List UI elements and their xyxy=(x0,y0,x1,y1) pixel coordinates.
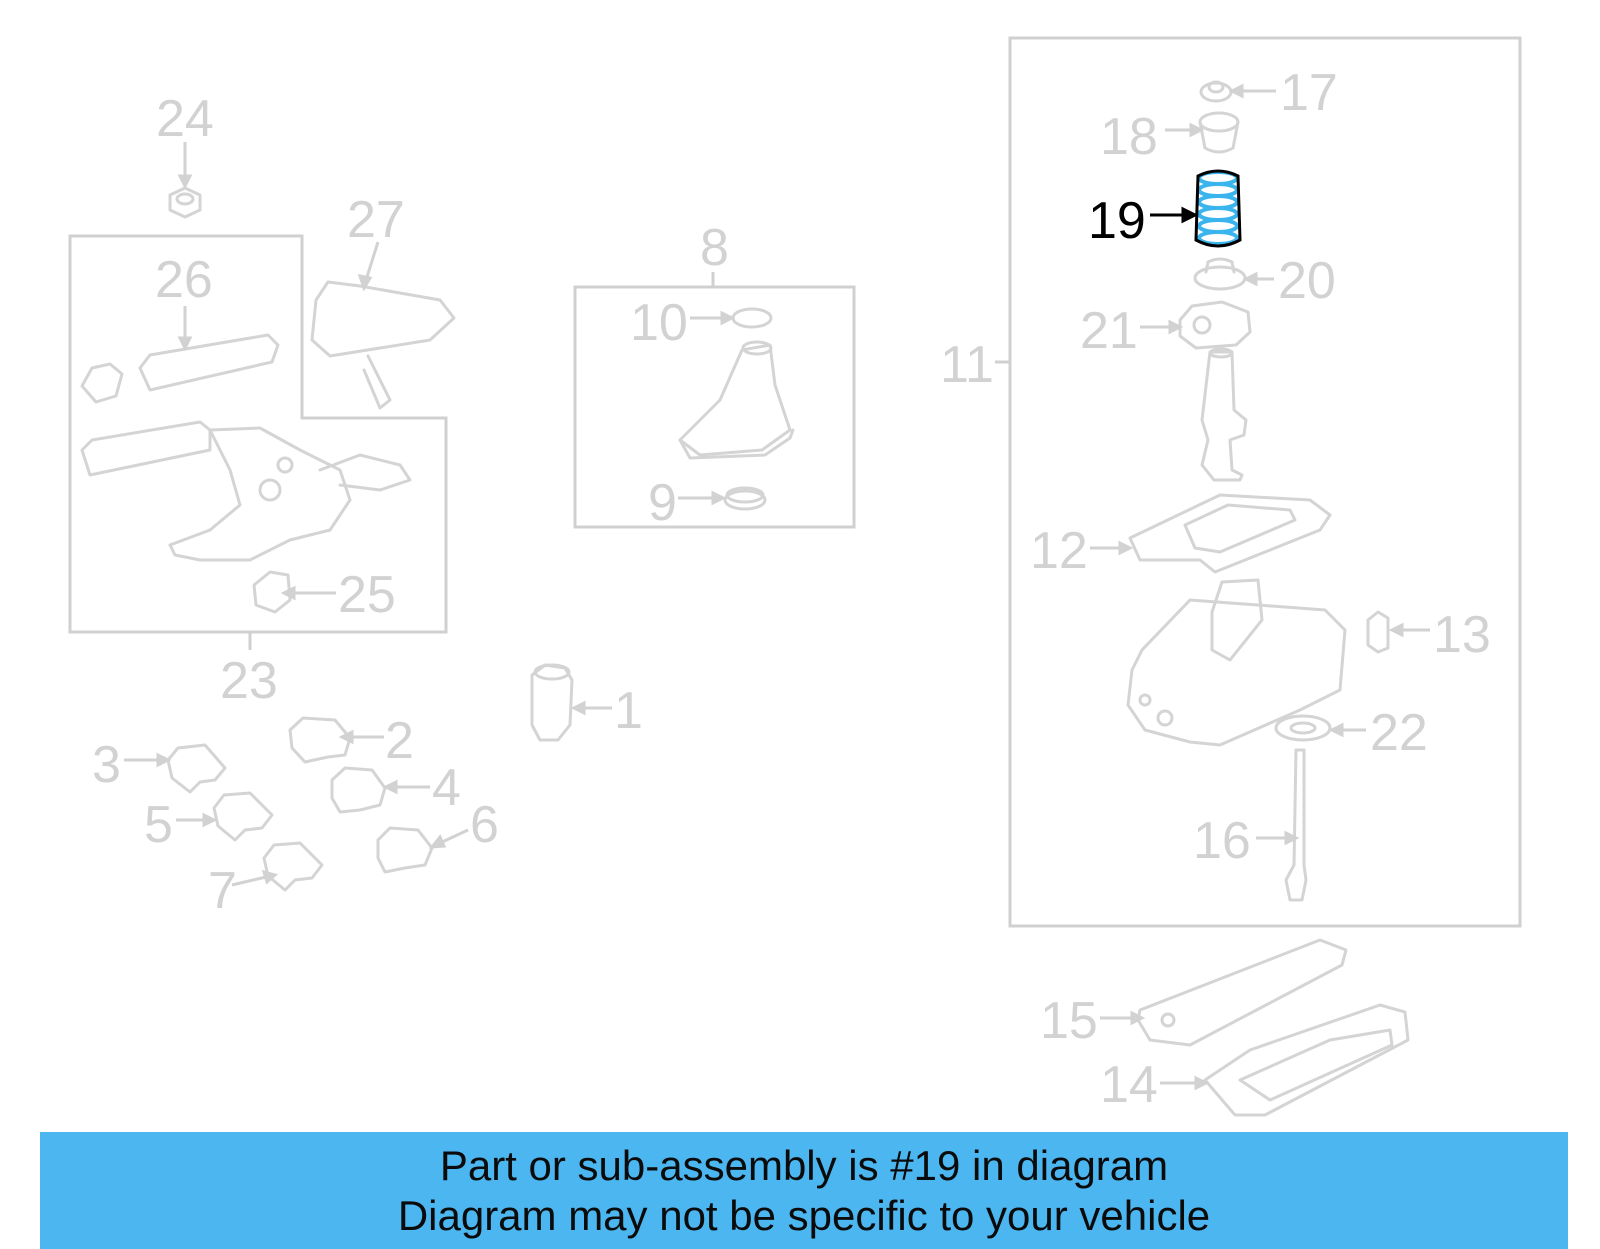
switch-25-shape xyxy=(252,570,292,614)
callout-12: 12 xyxy=(1030,522,1088,580)
cover-7-shape xyxy=(262,841,324,892)
shift-rod-shape xyxy=(1200,347,1248,482)
callout-24: 24 xyxy=(156,90,214,148)
bushing-18-shape xyxy=(1198,111,1240,154)
callout-1: 1 xyxy=(614,682,643,740)
callout-9: 9 xyxy=(648,474,677,532)
cable-16-shape xyxy=(1284,748,1308,902)
panel-14-shape xyxy=(1203,1003,1410,1117)
cover-4-shape xyxy=(330,766,387,814)
washer-22-shape xyxy=(1274,714,1332,742)
callout-15: 15 xyxy=(1040,992,1098,1050)
cover-5-shape xyxy=(212,791,274,842)
callout-arrows xyxy=(124,83,1430,1091)
callout-11: 11 xyxy=(940,336,994,394)
housing-shape xyxy=(1126,578,1347,747)
cover-15-shape xyxy=(1136,938,1348,1047)
shift-boot-8-shape xyxy=(678,340,795,460)
callout-22: 22 xyxy=(1370,704,1428,762)
gasket-12-shape xyxy=(1128,493,1332,574)
banner-line-disclaimer: Diagram may not be specific to your vehi… xyxy=(397,1192,1211,1239)
callout-14: 14 xyxy=(1100,1056,1158,1114)
hand-brake-lever-shape xyxy=(80,420,412,562)
callout-20: 20 xyxy=(1278,252,1336,310)
grommet-13-shape xyxy=(1366,610,1390,654)
seat-20-shape xyxy=(1193,257,1247,291)
banner-line-part: Part or sub-assembly is #19 in diagram xyxy=(439,1142,1169,1189)
callout-7: 7 xyxy=(208,862,237,920)
callout-17: 17 xyxy=(1280,64,1338,122)
callout-8: 8 xyxy=(700,219,729,277)
callout-19[interactable]: 19 xyxy=(1088,192,1146,250)
callout-25: 25 xyxy=(338,566,396,624)
spring-19-highlighted-shape[interactable] xyxy=(1194,169,1242,248)
callout-6: 6 xyxy=(470,796,499,854)
callout-16: 16 xyxy=(1193,812,1251,870)
callout-23: 23 xyxy=(220,652,278,710)
clamp-9-shape xyxy=(723,486,767,511)
callout-5: 5 xyxy=(144,796,173,854)
cover-3-shape xyxy=(166,743,227,794)
cover-2-shape xyxy=(288,716,352,764)
cover-6-shape xyxy=(376,826,434,874)
guide-21-shape xyxy=(1178,300,1252,350)
callout-26: 26 xyxy=(155,251,213,309)
callout-2: 2 xyxy=(385,712,414,770)
callout-21: 21 xyxy=(1080,302,1138,360)
callout-3: 3 xyxy=(92,736,121,794)
clip-17-shape xyxy=(1199,80,1233,103)
group-box-23 xyxy=(68,234,448,634)
info-banner: Part or sub-assembly is #19 in diagram D… xyxy=(40,1132,1568,1249)
knob-1-shape xyxy=(530,663,574,742)
group-box-11 xyxy=(1008,36,1522,928)
nut-24-shape xyxy=(168,186,202,219)
callout-27: 27 xyxy=(347,191,405,249)
callout-18: 18 xyxy=(1100,108,1158,166)
ring-10-shape xyxy=(731,307,773,329)
boot-27-shape xyxy=(310,280,456,410)
handle-grip-26-shape xyxy=(80,333,280,404)
callout-10: 10 xyxy=(630,294,688,352)
callout-13: 13 xyxy=(1433,606,1491,664)
callout-4: 4 xyxy=(432,759,461,817)
